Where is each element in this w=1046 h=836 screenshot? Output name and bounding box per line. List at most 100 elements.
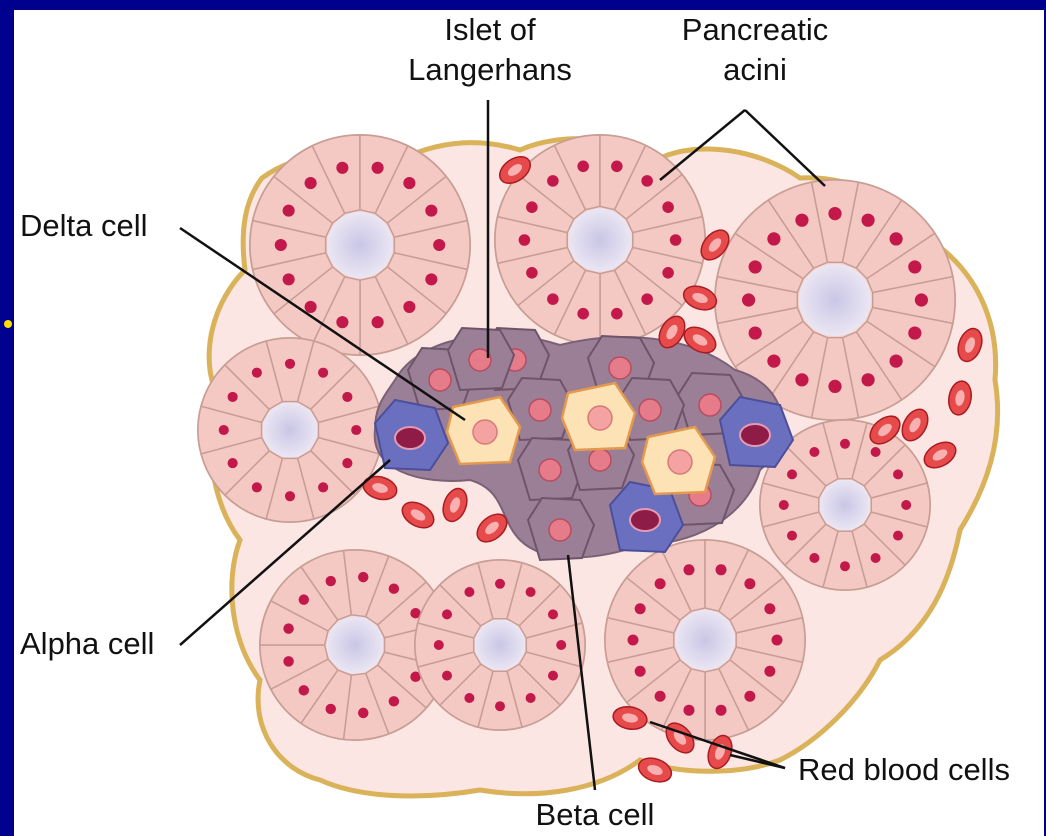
acinar-nucleus <box>389 696 399 706</box>
acinar-nucleus <box>285 359 295 369</box>
acinar-nucleus <box>716 564 727 575</box>
acinar-nucleus <box>795 373 808 386</box>
red-blood-cells-label: Red blood cells <box>798 752 1010 787</box>
beta-cell-label: Beta cell <box>536 797 655 832</box>
acinar-nucleus <box>342 392 352 402</box>
acinar-nucleus <box>772 635 783 646</box>
acinus-1 <box>250 135 470 355</box>
islet-label-line1: Islet of <box>444 12 536 47</box>
acinar-nucleus <box>372 316 384 328</box>
acinar-nucleus <box>889 232 902 245</box>
acinar-nucleus <box>577 308 589 320</box>
acinar-nucleus <box>372 162 384 174</box>
acinar-nucleus <box>318 368 328 378</box>
acinar-nucleus <box>547 175 559 187</box>
acinar-nucleus <box>828 380 841 393</box>
acinar-nucleus <box>526 201 538 213</box>
acinar-nucleus <box>275 239 287 251</box>
acinar-nucleus <box>464 587 474 597</box>
acinar-nucleus <box>764 666 775 677</box>
beta-nucleus <box>549 519 571 541</box>
beta-nucleus <box>609 357 631 379</box>
acinar-lumen <box>262 402 317 457</box>
acinar-nucleus <box>318 482 328 492</box>
acinar-nucleus <box>767 232 780 245</box>
alpha-nucleus <box>630 509 660 531</box>
acinar-nucleus <box>809 447 819 457</box>
acinar-nucleus <box>326 576 336 586</box>
acinar-nucleus <box>358 708 368 718</box>
acinar-nucleus <box>336 316 348 328</box>
acinar-nucleus <box>908 326 921 339</box>
acinar-nucleus <box>744 578 755 589</box>
acinar-nucleus <box>358 572 368 582</box>
islet-label-line2: Langerhans <box>408 52 572 87</box>
acini-label-line1: Pancreatic <box>682 12 828 47</box>
acinar-nucleus <box>742 293 755 306</box>
acinar-nucleus <box>908 260 921 273</box>
acinar-nucleus <box>547 293 559 305</box>
acinar-nucleus <box>764 603 775 614</box>
acinar-nucleus <box>716 705 727 716</box>
acinar-nucleus <box>442 671 452 681</box>
acinar-nucleus <box>519 234 531 246</box>
acinar-nucleus <box>641 293 653 305</box>
acinar-nucleus <box>228 458 238 468</box>
delta-nucleus <box>668 450 692 474</box>
beta-nucleus <box>589 449 611 471</box>
acinar-nucleus <box>299 594 309 604</box>
acinar-nucleus <box>425 273 437 285</box>
acinar-nucleus <box>526 693 536 703</box>
acinar-nucleus <box>655 578 666 589</box>
acinar-nucleus <box>389 583 399 593</box>
acinar-nucleus <box>655 691 666 702</box>
acinar-nucleus <box>611 308 623 320</box>
delta-nucleus <box>473 420 497 444</box>
acinar-nucleus <box>662 267 674 279</box>
acinar-nucleus <box>495 579 505 589</box>
acinar-nucleus <box>828 207 841 220</box>
acinus-7 <box>415 560 585 730</box>
acinar-nucleus <box>434 640 444 650</box>
alpha-nucleus <box>740 424 770 446</box>
acinar-lumen <box>475 620 526 671</box>
acinar-nucleus <box>779 500 789 510</box>
acinar-nucleus <box>889 354 902 367</box>
alpha-cell-label: Alpha cell <box>20 626 154 661</box>
acinar-nucleus <box>556 640 566 650</box>
acinar-nucleus <box>526 267 538 279</box>
acinar-nucleus <box>433 239 445 251</box>
acinar-nucleus <box>228 392 238 402</box>
acinar-nucleus <box>641 175 653 187</box>
acini-label-line2: acini <box>723 52 787 87</box>
acinar-nucleus <box>342 458 352 468</box>
acinar-nucleus <box>749 326 762 339</box>
acinar-nucleus <box>403 177 415 189</box>
acinar-nucleus <box>787 469 797 479</box>
acinar-nucleus <box>336 162 348 174</box>
acinar-nucleus <box>548 671 558 681</box>
acinar-nucleus <box>283 273 295 285</box>
acinar-nucleus <box>871 447 881 457</box>
acinar-nucleus <box>305 301 317 313</box>
acinar-nucleus <box>425 205 437 217</box>
acinar-lumen <box>569 209 632 272</box>
acinar-nucleus <box>442 609 452 619</box>
acinar-nucleus <box>893 531 903 541</box>
acinar-nucleus <box>670 234 682 246</box>
acinar-nucleus <box>326 704 336 714</box>
alpha-nucleus <box>395 427 425 449</box>
beta-nucleus <box>699 394 721 416</box>
acinar-nucleus <box>749 260 762 273</box>
acinar-nucleus <box>683 705 694 716</box>
acinar-nucleus <box>219 425 229 435</box>
beta-nucleus <box>429 369 451 391</box>
acinar-nucleus <box>628 635 639 646</box>
acinar-nucleus <box>744 691 755 702</box>
acinar-nucleus <box>283 205 295 217</box>
acinar-nucleus <box>683 564 694 575</box>
acinar-nucleus <box>767 354 780 367</box>
acinar-nucleus <box>252 482 262 492</box>
acinar-nucleus <box>548 609 558 619</box>
